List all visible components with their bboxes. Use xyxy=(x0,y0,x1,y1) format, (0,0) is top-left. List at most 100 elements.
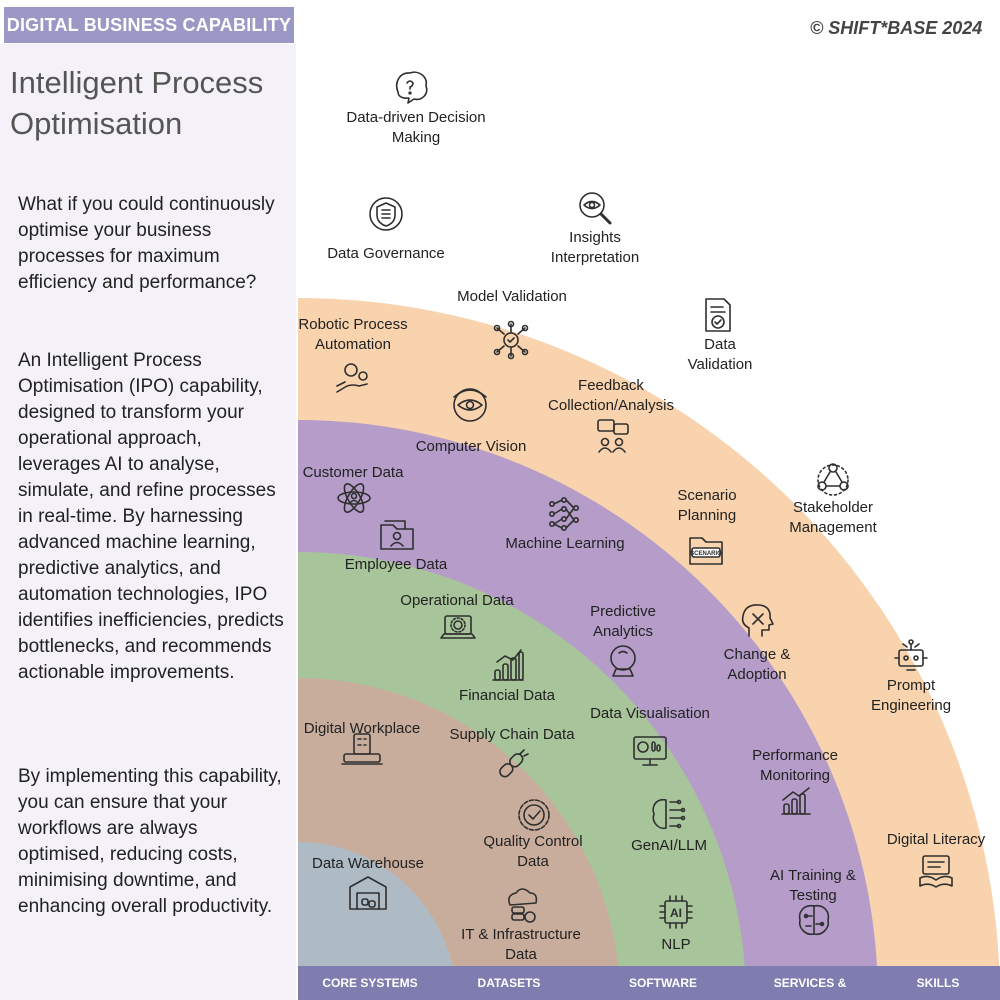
rings-layer xyxy=(298,298,1000,1000)
capability-label-line-2: Testing xyxy=(789,887,837,904)
dashboard-monitor-icon xyxy=(633,736,667,766)
capability-label-core-0: Digital Workplace xyxy=(304,719,420,739)
footer-label-skills: SKILLS xyxy=(916,976,960,990)
capability-label-line-1: Computer Vision xyxy=(415,438,527,455)
left-text-panel xyxy=(0,44,296,1000)
capability-label-line-1: Digital Workplace xyxy=(303,720,421,737)
capability-label-line-1: Predictive xyxy=(590,603,656,620)
capability-label-software-1: Computer Vision xyxy=(416,437,527,457)
chart-gear-icon xyxy=(781,787,811,815)
capability-label-line-1: Prompt xyxy=(886,677,936,694)
book-screen-icon xyxy=(919,855,953,888)
badge-check-icon xyxy=(518,799,550,831)
laptop-gear-icon xyxy=(440,615,476,639)
eye-orbit-icon xyxy=(453,388,487,422)
chain-link-icon xyxy=(499,749,529,778)
capability-label-line-2: Data xyxy=(517,853,549,870)
capability-label-datasets-3: Financial Data xyxy=(459,686,555,706)
capability-label-line-1: Data Visualisation xyxy=(590,705,710,722)
capability-label-software-4: Data Visualisation xyxy=(590,704,710,724)
capability-label-software-5: GenAI/LLM xyxy=(631,836,707,856)
capability-label-line-1: IT & Infrastructure xyxy=(461,926,581,943)
capability-label-line-1: Insights xyxy=(569,229,621,246)
capability-label-line-1: Operational Data xyxy=(400,592,514,609)
capability-label-line-2: Analytics xyxy=(592,623,654,640)
capability-label-line-2: Adoption xyxy=(727,666,787,683)
copyright-label: © SHIFT*BASE 2024 xyxy=(810,18,983,38)
capability-label-line-1: Customer Data xyxy=(302,464,404,481)
brain-circuit-icon xyxy=(798,904,830,936)
description-paragraph-3: By implementing this capability, you can… xyxy=(18,766,282,917)
capability-label-line-2: Data xyxy=(505,946,537,963)
capability-label-line-1: Feedback xyxy=(578,377,644,394)
capability-label-services-0: Data Governance xyxy=(327,244,445,264)
capability-label-line-1: Supply Chain Data xyxy=(449,726,575,743)
brain-chip-icon xyxy=(652,798,686,830)
hand-gears-icon xyxy=(336,363,368,393)
capability-label-datasets-0: Customer Data xyxy=(303,463,404,483)
capability-label-line-1: GenAI/LLM xyxy=(631,837,707,854)
capability-label-line-2: Interpretation xyxy=(550,249,640,266)
capability-label-line-1: Employee Data xyxy=(344,556,448,573)
shield-database-icon xyxy=(369,197,403,231)
magnifier-eye-icon xyxy=(579,192,612,225)
icons-layer: SCENARIO AI xyxy=(336,71,953,936)
network-check-icon xyxy=(493,320,529,360)
brain-question-icon xyxy=(395,71,428,104)
capability-label-line-1: Data-driven Decision xyxy=(346,109,486,126)
header-tag: DIGITAL BUSINESS CAPABILITY xyxy=(4,7,294,43)
description-paragraph-1: What if you could continuously optimise … xyxy=(18,194,275,293)
capability-label-software-6: NLP xyxy=(661,935,690,955)
capability-label-line-2: Management xyxy=(789,519,877,536)
footer-label-datasets: DATASETS xyxy=(477,976,541,990)
description-paragraph-2: An Intelligent Process Optimisation (IPO… xyxy=(18,350,284,683)
ring-core xyxy=(298,842,456,1000)
capability-label-services-6: AI Training &Testing xyxy=(770,866,856,906)
capability-label-services-4: Change & Adoption xyxy=(724,645,791,685)
document-check-icon xyxy=(705,298,731,332)
capability-label-line-1: Machine Learning xyxy=(505,535,625,552)
capability-label-line-1: Stakeholder xyxy=(792,499,874,516)
capability-label-datasets-2: Operational Data xyxy=(400,591,513,611)
footer-label-services: SERVICES & PROCESS xyxy=(773,976,847,990)
capability-label-line-1: Performance xyxy=(752,747,838,764)
capability-label-line-1: Quality Control xyxy=(483,833,583,850)
capability-label-line-2: Automation xyxy=(315,336,391,353)
footer-bar xyxy=(298,966,1000,1000)
capability-label-line-1: Scenario xyxy=(677,487,737,504)
capability-label-line-2: Collection/Analysis xyxy=(548,397,674,414)
capability-label-datasets-1: Employee Data xyxy=(345,555,448,575)
capability-label-skills-5: Digital Literacy xyxy=(887,830,985,850)
page-title-line-2: Optimisation xyxy=(10,106,183,141)
capability-label-line-1: Data Warehouse xyxy=(311,855,425,872)
footer-label-software: SOFTWARE xyxy=(629,976,697,990)
page-title: Intelligent Process Optimisation xyxy=(10,62,290,144)
scenario-folder-icon: SCENARIO xyxy=(689,537,723,565)
neural-network-icon xyxy=(549,496,580,532)
capability-label-line-2: Engineering xyxy=(870,697,952,714)
capability-label-datasets-4: Supply Chain Data xyxy=(449,725,574,745)
svg-text:SCENARIO: SCENARIO xyxy=(690,551,722,557)
ai-chip-icon: AI xyxy=(659,895,693,929)
head-tools-icon xyxy=(741,604,774,637)
svg-text:AI: AI xyxy=(670,906,682,920)
capability-label-line-2: Making xyxy=(391,129,441,146)
footer-label-core: CORE SYSTEMS xyxy=(322,976,418,990)
capability-label-services-1: Model Validation xyxy=(457,287,567,307)
capability-label-line-1: Change & xyxy=(723,646,791,663)
bar-chart-icon xyxy=(492,649,524,681)
capability-label-core-1: Data Warehouse xyxy=(312,854,424,874)
capability-label-line-1: Financial Data xyxy=(459,687,555,704)
robot-head-icon xyxy=(894,639,928,671)
building-laptop-icon xyxy=(341,733,383,765)
capability-label-line-1: Model Validation xyxy=(457,288,567,305)
